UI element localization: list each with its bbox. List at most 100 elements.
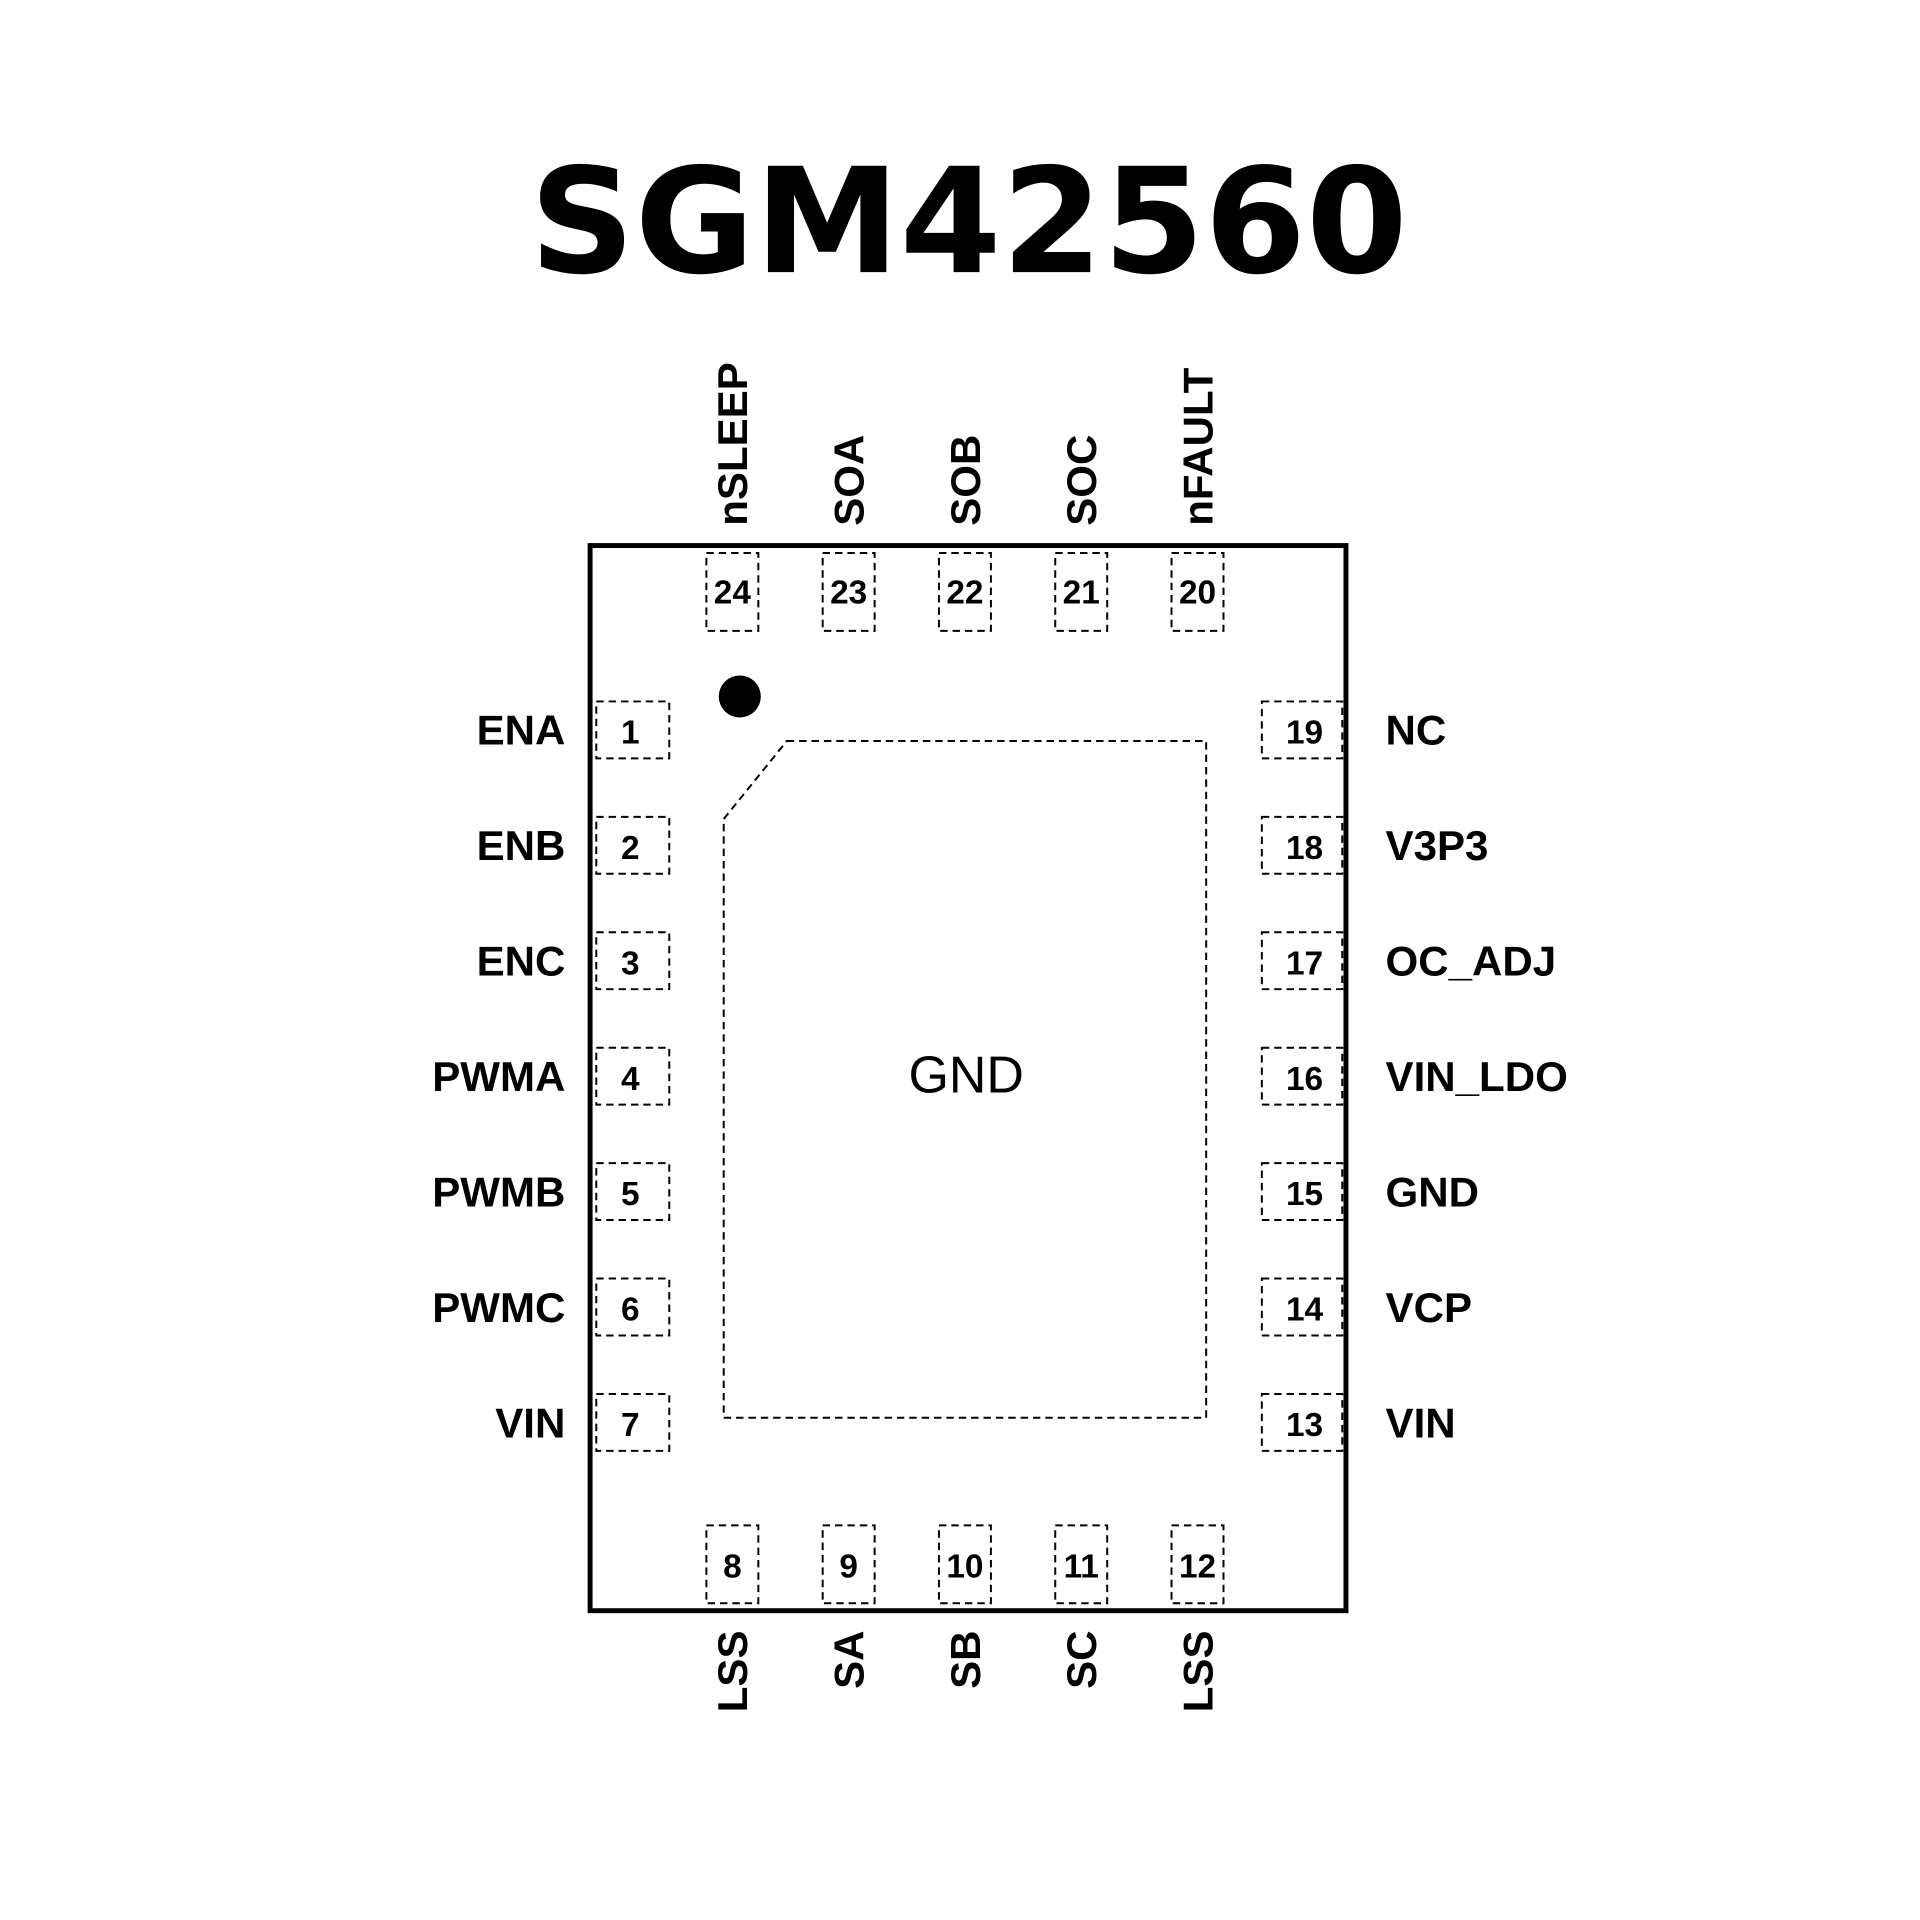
pin-name: LSS: [1174, 1630, 1221, 1712]
pin-5: 5 PWMB: [432, 1162, 671, 1222]
pin-pad: [1260, 815, 1344, 875]
pin-pad: [937, 1524, 992, 1605]
pin-number: 22: [946, 575, 983, 612]
exposed-pad-outline: [722, 740, 1208, 1419]
pin-name: SOA: [825, 435, 872, 526]
pin1-marker-dot: [718, 675, 761, 718]
pin-pad: [595, 931, 671, 991]
pin-pad: [595, 1277, 671, 1337]
pin-name: ENA: [477, 707, 566, 754]
pin-number: 23: [830, 575, 867, 612]
pin-7: 7 VIN: [495, 1392, 671, 1452]
pin-23: 23 SOA: [821, 435, 876, 632]
pin-name: nFAULT: [1174, 367, 1221, 525]
pin-name: PWMC: [432, 1284, 565, 1331]
pin-name: ENB: [477, 822, 566, 869]
pin-pad: [1260, 1162, 1344, 1222]
pin-1: 1 ENA: [477, 700, 671, 760]
pin-18: 18 V3P3: [1260, 815, 1489, 875]
pin-pad: [821, 551, 876, 632]
pin-name: nSLEEP: [709, 362, 756, 526]
pin-name: VIN: [1386, 1399, 1456, 1446]
pin-name: SOB: [942, 435, 989, 526]
pin-number: 6: [621, 1292, 640, 1329]
pin-name: VIN: [495, 1399, 565, 1446]
pin-pad: [1170, 1524, 1225, 1605]
pin-pad: [595, 700, 671, 760]
pin-pad: [1260, 1277, 1344, 1337]
pin-19: 19 NC: [1260, 700, 1447, 760]
pin-number: 4: [621, 1061, 640, 1098]
pin-22: 22 SOB: [937, 435, 992, 632]
pin-name: PWMA: [432, 1053, 565, 1100]
pin-name: GND: [1386, 1168, 1479, 1215]
pin-number: 10: [946, 1548, 983, 1585]
pin-4: 4 PWMA: [432, 1046, 671, 1106]
pin-16: 16 VIN_LDO: [1260, 1046, 1568, 1106]
pin-number: 17: [1286, 945, 1323, 982]
pin-name: VCP: [1386, 1284, 1472, 1331]
exposed-pad-label: GND: [908, 1046, 1023, 1104]
pin-number: 3: [621, 945, 640, 982]
pin-13: 13 VIN: [1260, 1392, 1456, 1452]
package-outline: [587, 543, 1349, 1614]
pin-24: 24 nSLEEP: [705, 362, 760, 632]
pin-pad: [595, 815, 671, 875]
pin-number: 11: [1064, 1548, 1099, 1585]
pin-14: 14 VCP: [1260, 1277, 1472, 1337]
pin-pad: [1054, 551, 1109, 632]
pin-number: 20: [1179, 575, 1216, 612]
pin-name: SOC: [1058, 435, 1105, 526]
pin-number: 9: [839, 1548, 858, 1585]
pin-name: V3P3: [1386, 822, 1489, 869]
pin-number: 14: [1286, 1292, 1324, 1329]
pin-pad: [1260, 931, 1344, 991]
pin-name: NC: [1386, 707, 1447, 754]
pin-pad: [821, 1524, 876, 1605]
pin-pad: [595, 1392, 671, 1452]
pin-pad: [937, 551, 992, 632]
pin-6: 6 PWMC: [432, 1277, 671, 1337]
pin-15: 15 GND: [1260, 1162, 1479, 1222]
chip-title: SGM42560: [530, 138, 1408, 307]
pin-3: 3 ENC: [477, 931, 671, 991]
pin-number: 24: [714, 575, 752, 612]
pin-number: 8: [723, 1548, 742, 1585]
pin-name: ENC: [477, 938, 566, 985]
pin-pad: [1260, 700, 1344, 760]
pin-name: SB: [942, 1630, 989, 1688]
pin-number: 21: [1063, 575, 1100, 612]
pin-pad: [705, 1524, 760, 1605]
pin-number: 13: [1286, 1407, 1323, 1444]
pin-pad: [1260, 1392, 1344, 1452]
pin-number: 18: [1286, 830, 1323, 867]
pin-name: SA: [825, 1630, 872, 1688]
pin-pad: [705, 551, 760, 632]
pin-17: 17 OC_ADJ: [1260, 931, 1557, 991]
pin-number: 5: [621, 1176, 640, 1213]
pin-pad: [1054, 1524, 1109, 1605]
pin-pad: [595, 1162, 671, 1222]
pin-number: 19: [1286, 714, 1323, 751]
pin-name: OC_ADJ: [1386, 938, 1557, 985]
pin-name: LSS: [709, 1630, 756, 1712]
pin-number: 12: [1179, 1548, 1216, 1585]
pin-20: 20 nFAULT: [1170, 367, 1225, 632]
pin-name: SC: [1058, 1630, 1105, 1688]
pin-pad: [1260, 1046, 1344, 1106]
pin-number: 7: [621, 1407, 640, 1444]
pin-21: 21 SOC: [1054, 435, 1109, 632]
pin-number: 15: [1286, 1176, 1323, 1213]
pin-9: 9SA: [821, 1524, 876, 1689]
pin-name: PWMB: [432, 1168, 565, 1215]
pin-number: 1: [621, 714, 640, 751]
pin-name: VIN_LDO: [1386, 1053, 1568, 1100]
pin-number: 16: [1286, 1061, 1323, 1098]
